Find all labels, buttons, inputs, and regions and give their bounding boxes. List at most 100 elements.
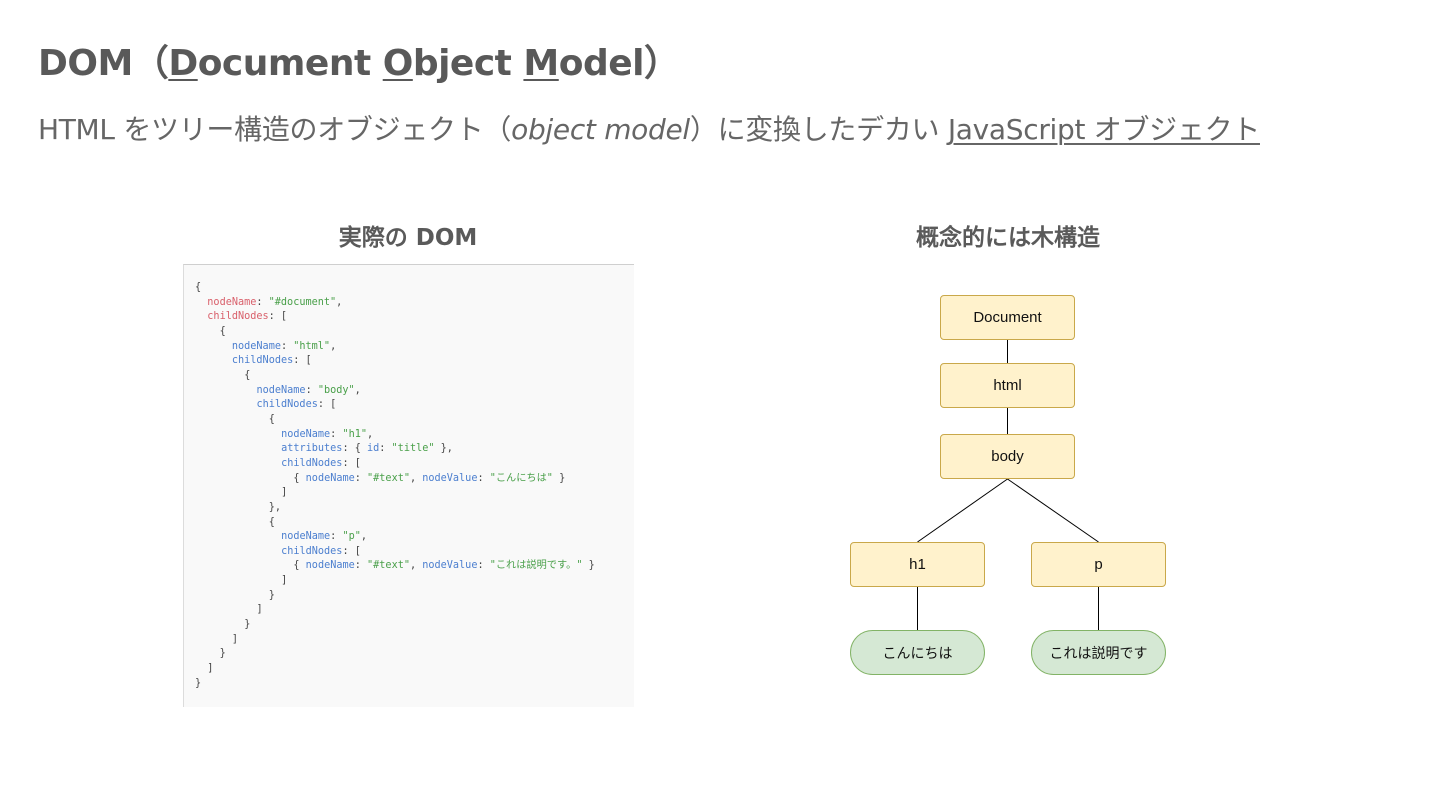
title-suffix: ）: [644, 43, 680, 84]
code-line: ]: [195, 603, 595, 618]
subtitle-part2: ）に変換したデカい: [689, 113, 948, 146]
code-line: childNodes: [: [195, 310, 595, 325]
code-token: ]: [256, 604, 263, 616]
code-line: childNodes: [: [195, 457, 595, 472]
tree-node-text2: これは説明です: [1031, 630, 1166, 675]
code-token: nodeName: [305, 560, 355, 572]
javascript-object-link[interactable]: JavaScript オブジェクト: [947, 113, 1260, 146]
code-token: childNodes: [231, 355, 294, 367]
subtitle-italic: object model: [511, 113, 690, 146]
tree-node-document: Document: [940, 295, 1075, 340]
code-token: {: [268, 516, 275, 528]
code-token: {: [219, 325, 226, 337]
code-token: nodeName: [281, 428, 331, 440]
code-line: },: [195, 501, 595, 516]
title-d-letter: D: [168, 43, 198, 84]
code-token: :: [305, 384, 318, 396]
code-token: childNodes: [281, 545, 343, 557]
code-line: nodeName: "body",: [195, 384, 595, 399]
code-token: {: [244, 369, 251, 381]
code-token: id: [366, 443, 380, 455]
title-d-rest: ocument: [197, 43, 383, 84]
code-token: {: [293, 472, 306, 484]
code-line: {: [195, 325, 595, 340]
code-token: nodeName: [281, 531, 331, 543]
code-token: "これは説明です。": [489, 560, 583, 572]
code-token: :: [379, 443, 392, 455]
code-token: attributes: [281, 443, 343, 455]
code-token: : [: [268, 311, 288, 323]
code-token: "body": [317, 384, 355, 396]
code-token: ,: [336, 296, 343, 308]
tree-edges: [917, 340, 1099, 630]
code-token: :: [354, 472, 368, 484]
code-token: : [: [293, 355, 312, 367]
code-line: ]: [195, 486, 595, 501]
code-token: }: [582, 560, 595, 572]
code-token: ,: [367, 428, 374, 440]
code-token: nodeName: [305, 472, 355, 484]
code-line: attributes: { id: "title" },: [195, 442, 595, 457]
code-token: {: [293, 560, 306, 572]
code-token: nodeName: [231, 340, 281, 352]
subtitle-part1: HTML をツリー構造のオブジェクト（: [38, 113, 512, 146]
left-panel-heading: 実際の DOM: [338, 225, 478, 251]
code-token: childNodes: [207, 311, 269, 323]
tree-node-text1: こんにちは: [850, 630, 985, 675]
code-token: :: [280, 340, 294, 352]
code-token: nodeName: [256, 384, 306, 396]
code-token: },: [434, 443, 453, 455]
code-line: {: [195, 413, 595, 428]
code-token: :: [330, 428, 343, 440]
code-line: {: [195, 281, 595, 296]
title-m-rest: odel: [558, 43, 645, 84]
code-token: ,: [360, 531, 367, 543]
code-line: childNodes: [: [195, 398, 595, 413]
code-token: : [: [342, 545, 361, 557]
tree-node-html: html: [940, 363, 1075, 408]
code-line: {: [195, 369, 595, 384]
code-token: }: [219, 648, 226, 660]
tree-edge-body-p: [1007, 478, 1099, 543]
tree-node-h1: h1: [850, 542, 985, 587]
code-line: }: [195, 677, 595, 692]
code-token: {: [195, 282, 202, 293]
code-token: ]: [281, 575, 288, 587]
code-token: "#document": [268, 296, 337, 308]
code-token: "#text": [367, 560, 410, 572]
tree-node-body: body: [940, 434, 1075, 479]
code-token: }: [552, 472, 566, 484]
title-prefix: DOM（: [38, 43, 169, 84]
code-token: nodeValue: [422, 472, 478, 484]
code-token: }: [195, 677, 202, 689]
code-token: ,: [409, 560, 423, 572]
code-token: ,: [330, 340, 337, 352]
code-token: ,: [409, 472, 423, 484]
code-token: : [: [317, 399, 337, 411]
code-line: ]: [195, 662, 595, 677]
tree-edge-body-h1: [917, 478, 1008, 543]
code-token: "title": [391, 443, 435, 455]
code-line: }: [195, 589, 595, 604]
code-line: ]: [195, 633, 595, 648]
code-token: {: [268, 413, 275, 425]
code-token: "こんにちは": [489, 472, 553, 484]
code-token: : [: [342, 457, 361, 469]
code-token: }: [268, 589, 275, 601]
code-line: nodeName: "html",: [195, 340, 595, 355]
code-token: :: [477, 472, 490, 484]
code-token: :: [354, 560, 368, 572]
code-line: childNodes: [: [195, 545, 595, 560]
dom-code-block: {nodeName: "#document",childNodes: [{nod…: [195, 281, 595, 691]
code-token: }: [244, 619, 251, 631]
code-token: ,: [354, 384, 361, 396]
code-token: ]: [281, 487, 288, 499]
slide-subtitle: HTML をツリー構造のオブジェクト（object model）に変換したデカい…: [38, 108, 1260, 148]
code-token: nodeValue: [422, 560, 478, 572]
code-line: nodeName: "#document",: [195, 296, 595, 311]
code-token: "html": [293, 340, 331, 352]
title-o-rest: bject: [412, 43, 524, 84]
right-panel-heading: 概念的には木構造: [916, 225, 1100, 251]
code-line: nodeName: "h1",: [195, 428, 595, 443]
